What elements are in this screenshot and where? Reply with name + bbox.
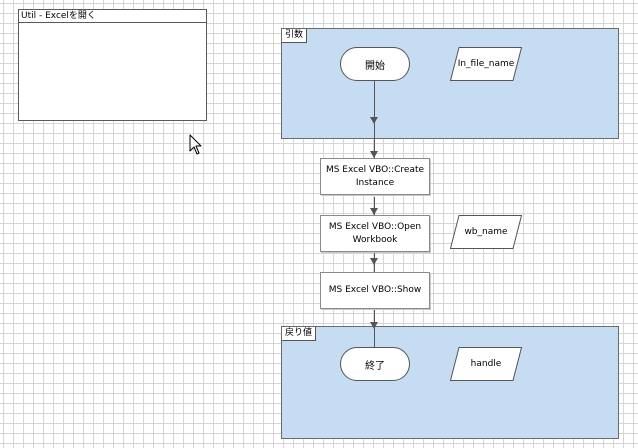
args-block-label: 引数 bbox=[282, 29, 308, 43]
data-item-handle[interactable]: handle bbox=[450, 347, 522, 381]
data-item-handle-label: handle bbox=[470, 359, 502, 369]
return-block-label: 戻り値 bbox=[282, 327, 317, 341]
data-item-wb-name[interactable]: wb_name bbox=[450, 215, 522, 249]
create-instance-label: MS Excel VBO::Create Instance bbox=[325, 164, 425, 188]
return-block[interactable]: 戻り値 bbox=[281, 326, 619, 439]
show-label: MS Excel VBO::Show bbox=[328, 285, 422, 295]
args-block[interactable]: 引数 bbox=[281, 28, 619, 139]
link-arrow-1 bbox=[370, 117, 378, 124]
data-item-in-file-name-label: In_file_name bbox=[457, 59, 515, 69]
start-stage-label: 開始 bbox=[365, 60, 385, 72]
parallelogram-shape bbox=[450, 347, 522, 381]
link-create-to-open[interactable] bbox=[374, 197, 375, 215]
open-workbook-label: MS Excel VBO::Open Workbook bbox=[328, 221, 422, 245]
link-arrow-3 bbox=[370, 208, 378, 215]
link-arrow-4 bbox=[370, 258, 378, 265]
mouse-pointer-icon bbox=[189, 134, 202, 155]
parallelogram-shape bbox=[450, 215, 522, 249]
data-item-in-file-name[interactable]: In_file_name bbox=[450, 47, 522, 81]
note-title: Util - Excelを開く bbox=[19, 10, 206, 23]
end-stage-label: 終了 bbox=[365, 360, 385, 372]
show-stage[interactable]: MS Excel VBO::Show bbox=[320, 272, 430, 309]
start-stage[interactable]: 開始 bbox=[340, 47, 410, 81]
end-stage[interactable]: 終了 bbox=[340, 347, 410, 381]
parallelogram-shape bbox=[450, 47, 522, 81]
link-arrow-5 bbox=[370, 322, 378, 329]
open-workbook-stage[interactable]: MS Excel VBO::Open Workbook bbox=[320, 215, 430, 252]
note-box[interactable]: Util - Excelを開く bbox=[18, 9, 207, 121]
create-instance-stage[interactable]: MS Excel VBO::Create Instance bbox=[320, 158, 430, 195]
link-arrow-2 bbox=[370, 151, 378, 158]
data-item-wb-name-label: wb_name bbox=[464, 227, 508, 237]
